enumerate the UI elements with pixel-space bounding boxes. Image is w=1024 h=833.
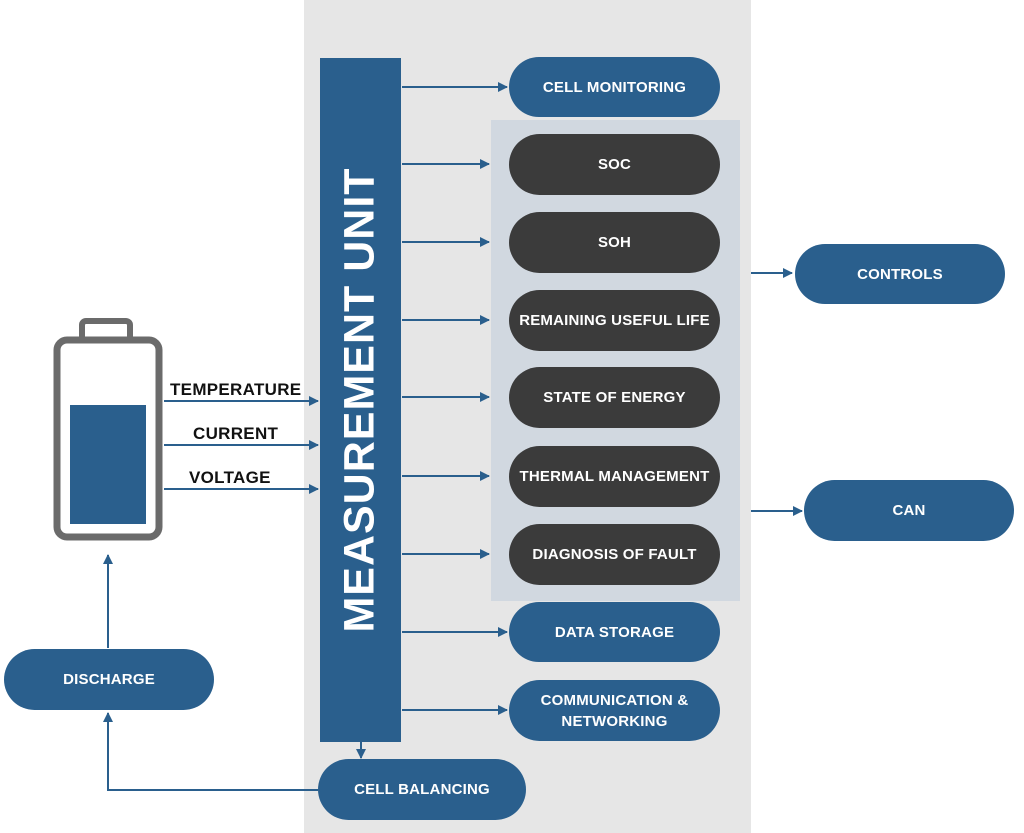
arrow-balancing-to-discharge: [103, 712, 318, 791]
controls-node: CONTROLS: [795, 244, 1005, 304]
estimation-functions-group: [491, 120, 740, 601]
soc-node: SOC: [509, 134, 720, 195]
state-of-energy-node: STATE OF ENERGY: [509, 367, 720, 428]
temperature-label: TEMPERATURE: [170, 380, 302, 399]
measurement-unit-label: MEASUREMENT UNIT: [335, 167, 384, 633]
communication-line-2: NETWORKING: [561, 712, 668, 730]
soh-node: SOH: [509, 212, 720, 273]
diagnosis-of-fault-node: DIAGNOSIS OF FAULT: [509, 524, 720, 585]
communication-networking-node: COMMUNICATION & NETWORKING: [509, 680, 720, 741]
thermal-management-node: THERMAL MANAGEMENT: [509, 446, 720, 507]
voltage-label: VOLTAGE: [189, 468, 271, 487]
measurement-unit-bar: [320, 58, 401, 742]
cell-monitoring-node: CELL MONITORING: [509, 57, 720, 117]
cell-balancing-node: CELL BALANCING: [318, 759, 526, 820]
can-node: CAN: [804, 480, 1014, 541]
remaining-useful-life-node: REMAINING USEFUL LIFE: [509, 290, 720, 351]
battery-charge-level: [70, 405, 146, 524]
data-storage-node: DATA STORAGE: [509, 602, 720, 662]
current-label: CURRENT: [193, 424, 279, 443]
discharge-node: DISCHARGE: [4, 649, 214, 710]
battery-icon: [53, 318, 163, 541]
communication-line-1: COMMUNICATION &: [540, 691, 689, 709]
